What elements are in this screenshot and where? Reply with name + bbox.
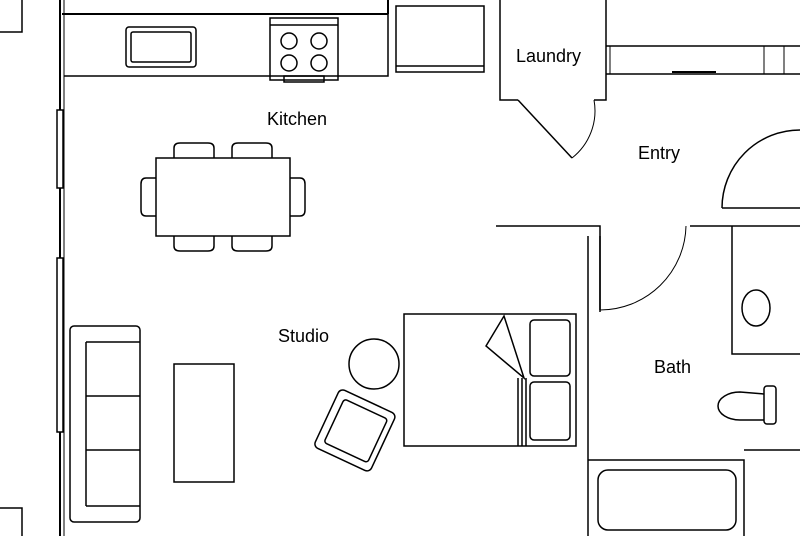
bathtub: [588, 449, 800, 536]
entry-door: [721, 129, 800, 209]
room-label-bath: Bath: [654, 357, 691, 377]
armchair: [314, 389, 396, 472]
room-label-entry: Entry: [638, 143, 680, 163]
laundry-closet: [499, 0, 800, 159]
stove-icon: [269, 17, 339, 83]
dining-chairs: [140, 142, 306, 252]
bath-vanity: [731, 226, 800, 355]
refrigerator: [395, 5, 485, 73]
kitchen-counter: [64, 14, 389, 77]
side-table: [348, 338, 400, 390]
room-label-studio: Studio: [278, 326, 329, 346]
kitchen-sink: [125, 26, 197, 68]
dining-table: [155, 157, 291, 237]
coffee-table: [173, 363, 235, 483]
toilet-icon: [717, 385, 777, 425]
bed: [403, 313, 577, 447]
room-label-laundry: Laundry: [516, 46, 581, 66]
west-window-top: [56, 109, 64, 189]
west-window-bottom: [56, 257, 64, 433]
room-label-kitchen: Kitchen: [267, 109, 327, 129]
bath-walls: [496, 225, 800, 536]
sofa: [69, 325, 141, 523]
